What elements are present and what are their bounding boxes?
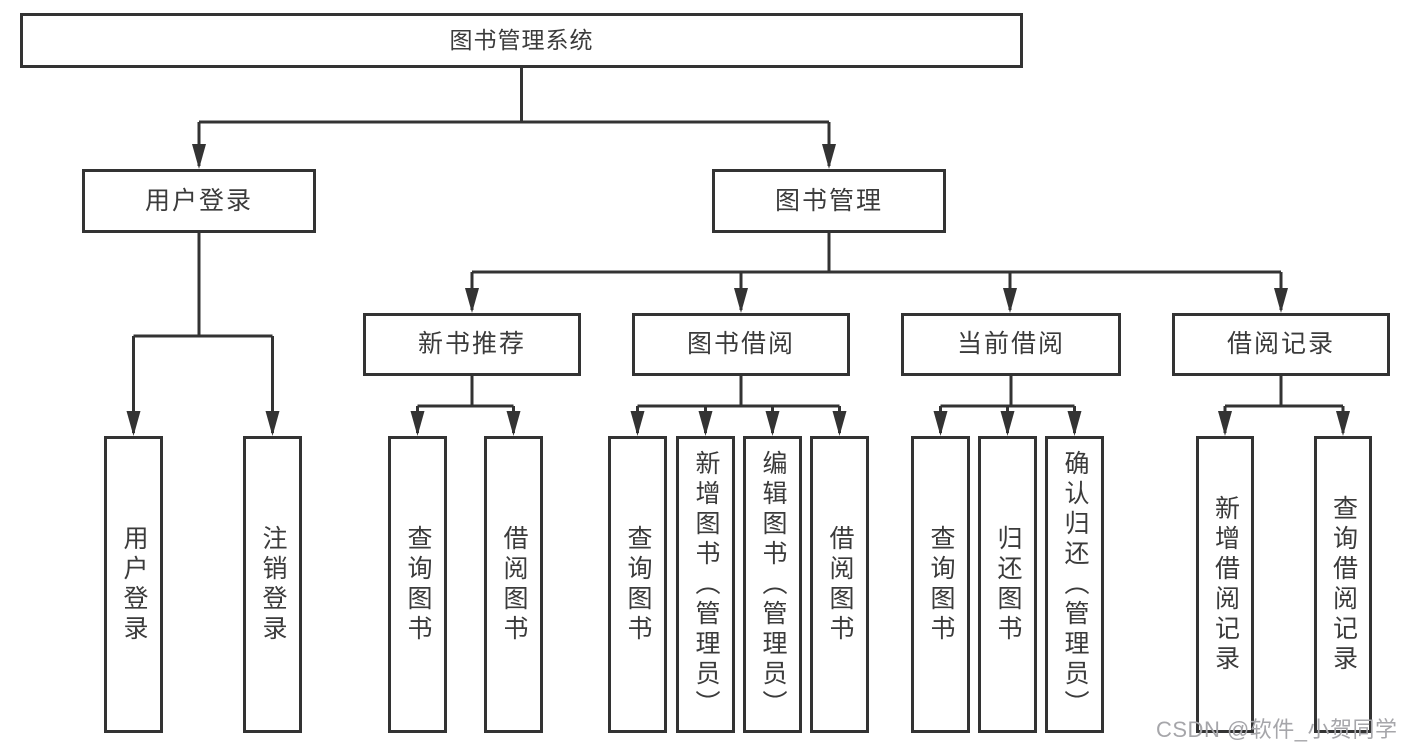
node-label: 当前借阅 xyxy=(956,330,1065,358)
arrowhead xyxy=(192,144,206,169)
edge-line xyxy=(416,376,515,433)
edge-line xyxy=(1223,376,1345,433)
node-label: 编辑图书（管理员） xyxy=(759,449,787,720)
arrowhead xyxy=(1000,411,1015,436)
node-label: 查询借阅记录 xyxy=(1329,494,1358,675)
edge-book-borrowing-to-leaves xyxy=(630,376,847,436)
node-leaf-query-borrow-record: 查询借阅记录 xyxy=(1314,436,1372,733)
arrowhead xyxy=(126,411,141,436)
node-leaf-add-borrow-record: 新增借阅记录 xyxy=(1196,436,1254,733)
node-label: 新增借阅记录 xyxy=(1211,494,1240,675)
node-label: 用户登录 xyxy=(144,186,253,215)
node-leaf-logout: 注销登录 xyxy=(243,436,302,733)
arrowhead xyxy=(1336,411,1350,436)
arrowhead xyxy=(265,411,280,436)
node-label: 借阅记录 xyxy=(1226,330,1335,358)
node-label: 图书管理系统 xyxy=(449,27,594,53)
watermark-csdn: CSDN @软件_小贺同学 xyxy=(1156,717,1398,742)
node-label: 查询图书 xyxy=(404,524,432,645)
node-label: 借阅图书 xyxy=(500,524,528,645)
node-leaf-user-login: 用户登录 xyxy=(104,436,163,733)
node-label: 新书推荐 xyxy=(417,330,526,358)
node-label: 图书借阅 xyxy=(686,330,795,358)
node-leaf-borrow-books-1: 借阅图书 xyxy=(484,436,543,733)
node-label: 图书管理 xyxy=(774,186,883,215)
edge-line xyxy=(197,68,831,166)
node-leaf-query-books-3: 查询图书 xyxy=(911,436,970,733)
node-new-book-recommend: 新书推荐 xyxy=(363,313,581,376)
node-label: 查询图书 xyxy=(927,524,955,645)
arrowhead xyxy=(933,411,948,436)
node-leaf-borrow-books-2: 借阅图书 xyxy=(810,436,869,733)
edge-line xyxy=(636,376,841,433)
edge-current-borrowing-to-leaves xyxy=(933,376,1082,436)
node-label: 新增图书（管理员） xyxy=(692,449,720,720)
arrowhead xyxy=(630,411,645,436)
node-leaf-return-books: 归还图书 xyxy=(978,436,1037,733)
arrowhead xyxy=(1067,411,1082,436)
node-label: 借阅图书 xyxy=(826,524,854,645)
arrowhead xyxy=(1003,288,1017,313)
edge-user-login-to-leaves xyxy=(126,233,280,436)
edge-root-to-level2 xyxy=(192,68,836,169)
arrowhead xyxy=(765,411,780,436)
arrowhead xyxy=(822,144,836,169)
arrowhead xyxy=(465,288,479,313)
node-library-system: 图书管理系统 xyxy=(20,13,1023,68)
node-label: 注销登录 xyxy=(259,524,287,645)
edge-new-book-recommend-to-leaves xyxy=(410,376,521,436)
edge-line xyxy=(132,233,274,433)
edge-line xyxy=(470,233,1283,310)
edge-borrowing-records-to-leaves xyxy=(1218,376,1350,436)
node-leaf-add-books-admin: 新增图书（管理员） xyxy=(676,436,735,733)
arrowhead xyxy=(1218,411,1232,436)
node-user-login: 用户登录 xyxy=(82,169,316,233)
arrowhead xyxy=(410,411,425,436)
node-book-management: 图书管理 xyxy=(712,169,946,233)
node-leaf-confirm-return-admin: 确认归还（管理员） xyxy=(1045,436,1104,733)
arrowhead xyxy=(506,411,521,436)
node-current-borrowing: 当前借阅 xyxy=(901,313,1121,376)
node-leaf-edit-books-admin: 编辑图书（管理员） xyxy=(743,436,802,733)
node-label: 用户登录 xyxy=(120,524,148,645)
edge-book-management-to-level3 xyxy=(465,233,1288,313)
node-label: 确认归还（管理员） xyxy=(1061,449,1089,720)
node-leaf-query-books-2: 查询图书 xyxy=(608,436,667,733)
arrowhead xyxy=(1274,288,1288,313)
arrowhead xyxy=(832,411,847,436)
node-leaf-query-books-1: 查询图书 xyxy=(388,436,447,733)
node-label: 归还图书 xyxy=(994,524,1022,645)
arrowhead xyxy=(734,288,748,313)
arrowhead xyxy=(698,411,713,436)
node-label: 查询图书 xyxy=(624,524,652,645)
node-book-borrowing: 图书借阅 xyxy=(632,313,850,376)
node-borrowing-records: 借阅记录 xyxy=(1172,313,1390,376)
